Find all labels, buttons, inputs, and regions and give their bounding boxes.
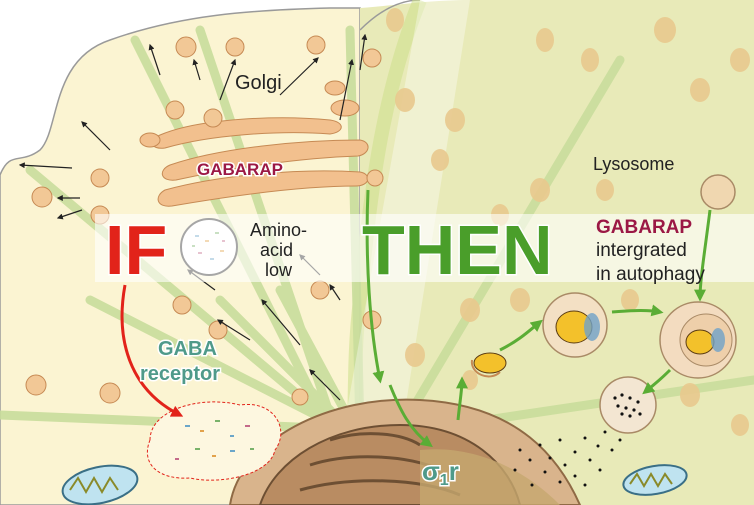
golgi-apparatus bbox=[139, 80, 369, 207]
scattered-particles bbox=[513, 430, 622, 487]
gabarap-right-label: GABARAP bbox=[596, 217, 692, 238]
red-arrow bbox=[120, 284, 184, 417]
sigma-r: r bbox=[449, 456, 459, 486]
golgi-label: Golgi bbox=[235, 72, 282, 94]
amino-acid-label-line2: acid bbox=[260, 240, 293, 260]
sigma-subscript: 1 bbox=[440, 472, 449, 489]
nucleus bbox=[228, 398, 582, 505]
degraded-dots bbox=[613, 393, 642, 418]
integrated-label-line2: in autophagy bbox=[596, 264, 705, 285]
amino-acid-label-line1: Amino- bbox=[250, 220, 307, 240]
integrated-label-line1: intergrated bbox=[596, 240, 687, 261]
mitochondria bbox=[61, 464, 688, 505]
green-arrows bbox=[365, 189, 712, 448]
amino-acid-label-line3: low bbox=[265, 260, 293, 280]
degradation-fragments bbox=[175, 420, 254, 460]
sigma1-receptor-label: σ1r bbox=[422, 456, 459, 489]
if-label: IF bbox=[105, 211, 167, 289]
sigma-symbol: σ bbox=[422, 456, 440, 486]
gaba-label: GABA bbox=[158, 338, 217, 360]
gabarap-left-label: GABARAP bbox=[197, 160, 283, 179]
degradation-zone bbox=[146, 401, 282, 481]
headline-band bbox=[95, 214, 754, 282]
lysosome-label: Lysosome bbox=[593, 154, 674, 174]
receptor-label: receptor bbox=[140, 363, 220, 385]
then-label: THEN bbox=[362, 211, 553, 289]
autophagy-structures bbox=[470, 174, 737, 434]
